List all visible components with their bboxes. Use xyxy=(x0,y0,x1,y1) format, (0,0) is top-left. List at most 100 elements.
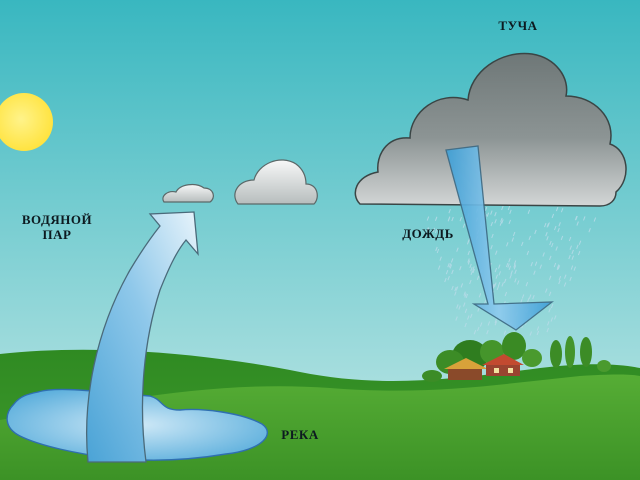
rain-streak xyxy=(564,274,567,279)
rain-streak xyxy=(508,258,511,263)
rain-streak xyxy=(551,242,554,248)
rain-streak xyxy=(526,250,530,256)
rain-streak xyxy=(501,219,504,224)
rain-streak xyxy=(500,217,503,223)
rain-streak xyxy=(546,327,549,333)
rain-streak xyxy=(507,263,510,268)
rain-streak xyxy=(514,269,517,274)
rain-streak xyxy=(470,267,473,272)
rain-streak xyxy=(486,330,489,335)
rain-streak xyxy=(532,295,535,300)
rain-streak xyxy=(455,316,458,321)
rain-streak xyxy=(432,227,436,233)
rain-streak xyxy=(472,266,475,271)
rain-streak xyxy=(555,246,558,251)
water-vapor-label-line2: ПАР xyxy=(42,227,72,242)
rain-streak xyxy=(521,294,525,299)
rain-streak xyxy=(551,213,555,219)
rain-streak xyxy=(447,216,451,221)
rain-streak xyxy=(451,285,454,291)
rain-streak xyxy=(448,209,451,214)
rain-streak xyxy=(469,263,472,269)
rain-streak xyxy=(516,280,520,285)
cloud-label: ТУЧА xyxy=(498,18,538,33)
rain-streak xyxy=(456,247,459,252)
rain-streak xyxy=(527,297,530,303)
rain-streak xyxy=(571,255,574,260)
rain-streak xyxy=(456,304,459,309)
rain-streak xyxy=(434,216,438,221)
rain-streak xyxy=(546,223,549,228)
rain-streak xyxy=(451,269,454,275)
village-icon xyxy=(422,332,611,382)
rain-streak xyxy=(583,216,586,221)
rain-streak xyxy=(486,212,490,217)
rain-streak xyxy=(464,308,468,313)
rain-streak xyxy=(447,276,450,281)
rain-streak xyxy=(550,303,554,309)
rain-streak xyxy=(458,305,461,310)
rain-streak xyxy=(525,282,529,287)
rain-streak xyxy=(434,228,438,234)
rain-streak xyxy=(447,263,450,268)
rain-label: ДОЖДЬ xyxy=(402,226,454,241)
rain-streak xyxy=(494,219,497,224)
rain-streak xyxy=(495,250,498,255)
cloud-icon xyxy=(354,52,627,207)
rain-streak xyxy=(548,275,552,280)
rain-streak xyxy=(548,308,551,313)
rain-streak xyxy=(463,302,466,307)
rain-streak xyxy=(494,267,498,273)
rain-streak xyxy=(546,236,549,241)
rain-streak xyxy=(501,282,504,287)
rain-streak xyxy=(530,262,533,267)
rain-streak xyxy=(513,265,517,270)
rain-streak xyxy=(557,227,560,233)
rain-streak xyxy=(436,248,440,254)
rain-streak xyxy=(467,260,471,265)
rain-streak xyxy=(451,216,454,222)
rain-streak xyxy=(503,330,507,335)
rain-streak xyxy=(477,326,480,332)
rain-streak xyxy=(577,250,581,256)
rain-streak xyxy=(528,235,531,241)
rain-streak xyxy=(544,222,547,228)
rain-streak xyxy=(479,322,483,327)
rain-streak xyxy=(588,228,591,233)
water-vapor-label-line1: ВОДЯНОЙ xyxy=(21,212,93,227)
rain-streak xyxy=(478,293,482,298)
rain-streak xyxy=(507,205,511,211)
rain-streak xyxy=(534,229,537,235)
rain-streak xyxy=(505,262,509,268)
rain-streak xyxy=(508,219,511,225)
rain-streak xyxy=(459,217,462,222)
rain-streak xyxy=(534,261,538,266)
rain-streak xyxy=(593,217,597,222)
rain-streak xyxy=(459,266,462,271)
rain-streak xyxy=(467,315,470,320)
rain-streak xyxy=(498,271,501,276)
rain-streak xyxy=(545,288,548,293)
rain-streak xyxy=(484,206,488,212)
rain-streak xyxy=(499,221,503,226)
rain-streak xyxy=(494,318,497,323)
rain-streak xyxy=(464,293,467,298)
rain-streak xyxy=(464,322,467,328)
rain-streak xyxy=(503,278,507,284)
rain-streak xyxy=(435,246,438,252)
rain-streak xyxy=(554,225,557,231)
small-cloud-icon xyxy=(162,183,214,203)
rain-streak xyxy=(513,263,516,268)
rain-streak xyxy=(501,205,504,211)
rain-streak xyxy=(512,231,516,237)
rain-streak xyxy=(487,321,491,326)
rain-streak xyxy=(454,291,457,296)
rain-streak xyxy=(571,249,574,255)
rain-streak xyxy=(467,258,470,263)
rain-streak xyxy=(578,240,582,245)
rain-streak xyxy=(494,212,497,217)
rain-streak xyxy=(490,210,493,215)
rain-streak xyxy=(463,291,466,296)
rain-streak xyxy=(476,275,480,280)
